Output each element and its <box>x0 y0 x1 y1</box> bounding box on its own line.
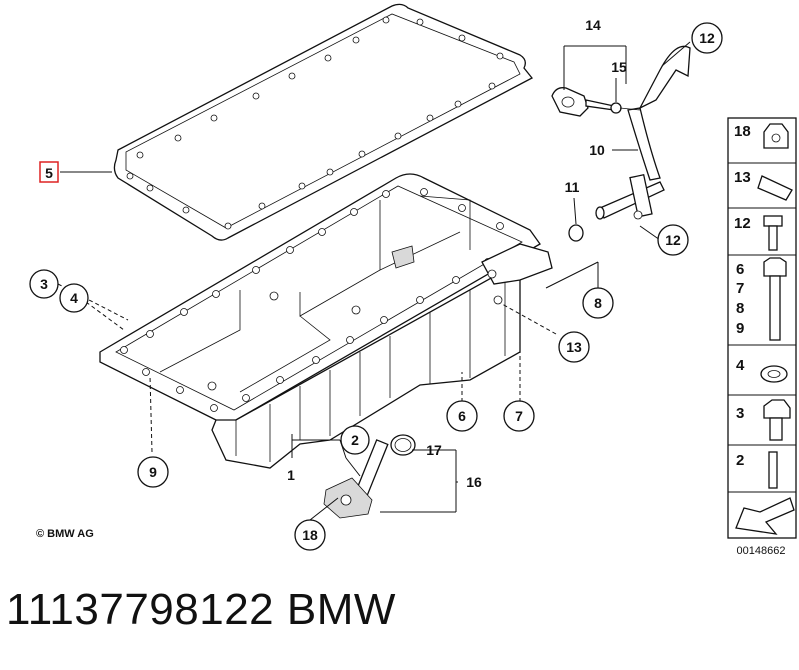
callout-15: 15 <box>611 59 627 75</box>
callout-7: 7 <box>515 408 523 424</box>
callout-13: 13 <box>566 339 582 355</box>
callout-3: 3 <box>40 276 48 292</box>
callout-1: 1 <box>287 467 295 483</box>
copyright: © BMW AG <box>36 528 94 540</box>
pan-bolt-holes <box>120 188 504 412</box>
part-number-caption: 11137798122 BMW <box>6 585 396 634</box>
callout-5: 5 <box>45 165 53 181</box>
fastener-legend: 18 13 12 6 7 8 9 4 3 2 <box>727 117 797 539</box>
callout-8: 8 <box>594 295 602 311</box>
callout-10: 10 <box>589 142 605 158</box>
legend-label-2: 2 <box>736 452 744 469</box>
legend-label-6: 6 <box>736 261 744 278</box>
dipstick-handle <box>551 87 641 117</box>
callout-17: 17 <box>426 442 442 458</box>
legend-label-3: 3 <box>736 405 744 422</box>
callout-4: 4 <box>70 290 78 306</box>
callout-9: 9 <box>149 464 157 480</box>
oil-level-sensor <box>323 434 416 519</box>
legend-label-4: 4 <box>736 357 745 374</box>
callout-11: 11 <box>565 179 580 195</box>
legend-label-18: 18 <box>734 123 751 140</box>
callouts: 5 3 4 9 1 2 18 17 16 6 7 8 13 12 11 10 1… <box>29 17 723 551</box>
legend-label-13: 13 <box>734 169 751 186</box>
legend-label-7: 7 <box>736 280 744 297</box>
oil-pan-gasket <box>113 3 533 241</box>
o-ring <box>568 224 584 242</box>
legend-label-8: 8 <box>736 300 744 317</box>
direction-arrow-icon <box>735 497 795 535</box>
callout-12-lower: 12 <box>665 232 681 248</box>
oil-pan <box>99 173 553 469</box>
legend-label-12: 12 <box>734 215 751 232</box>
callout-14: 14 <box>585 17 601 33</box>
callout-12-upper: 12 <box>699 30 715 46</box>
callout-2: 2 <box>351 432 359 448</box>
leader-lines <box>57 41 691 521</box>
callout-5-box <box>39 161 59 183</box>
callout-16: 16 <box>466 474 482 490</box>
diagram-id: 00148662 <box>737 545 786 557</box>
callout-6: 6 <box>458 408 466 424</box>
legend-label-9: 9 <box>736 320 744 337</box>
gasket-bolt-holes <box>126 16 504 230</box>
dipstick-guide-tube <box>595 45 691 220</box>
callout-18: 18 <box>302 527 318 543</box>
